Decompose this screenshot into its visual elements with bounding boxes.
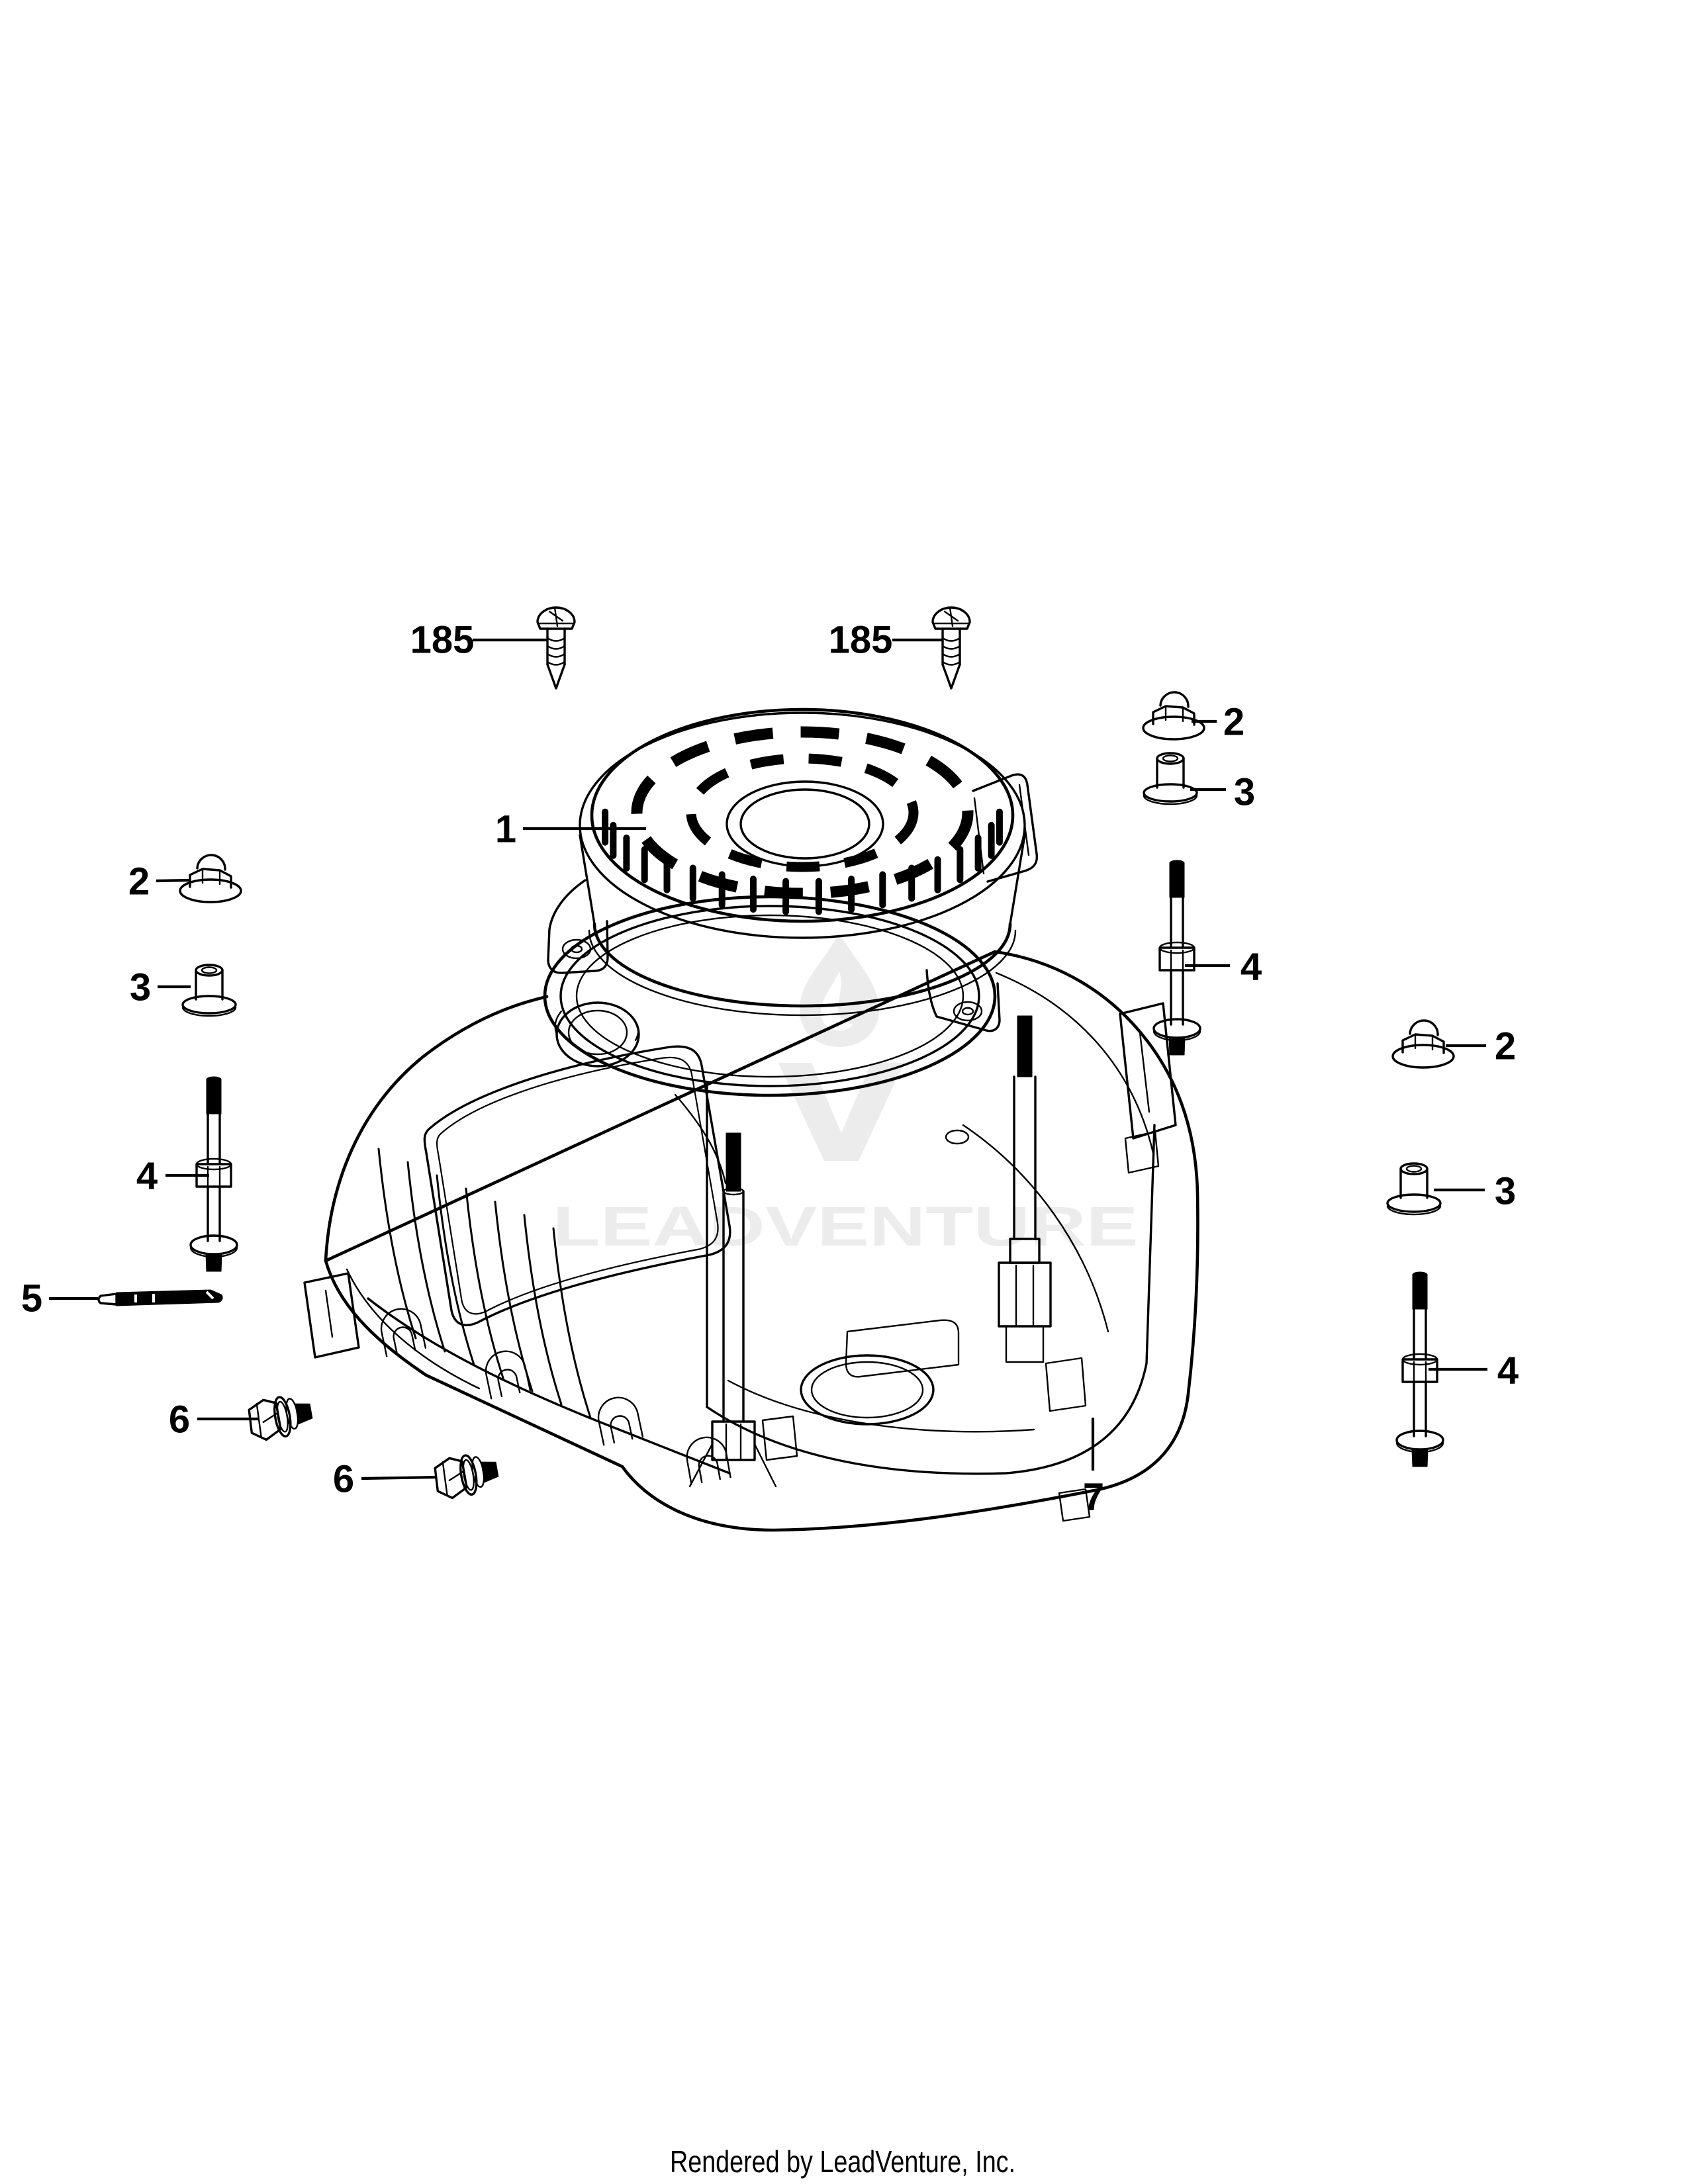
flange-nut-2-upper-right [1142, 691, 1205, 741]
spacer-3-left [181, 964, 237, 1017]
callout-7: 7 [1083, 1476, 1104, 1519]
bolt-6-lower [431, 1449, 502, 1502]
leadventure-watermark: LEADVENTURE [553, 933, 1139, 1257]
housing-interior-cavity [688, 1015, 1156, 1488]
fan-cover-lower-tab [925, 969, 1001, 1032]
callout-5: 5 [21, 1277, 42, 1320]
screw-185-left [536, 606, 576, 690]
leadventure-flame-v-logo-icon [778, 933, 904, 1161]
footer-credit: Rendered by LeadVenture, Inc. [670, 2144, 1015, 2179]
flange-nut-2-far-right [1391, 1019, 1455, 1069]
callout-4-far-right: 4 [1497, 1349, 1519, 1392]
pin-5 [97, 1289, 223, 1306]
spacer-3-far-right [1386, 1162, 1442, 1216]
housing-recess-panel [423, 1045, 731, 1326]
housing-right-bracket [1119, 1002, 1177, 1174]
callout-3-far-right: 3 [1495, 1170, 1516, 1213]
bolt-6-upper [245, 1390, 316, 1443]
stud-4-right [1152, 859, 1201, 1056]
watermark-text: LEADVENTURE [553, 1195, 1139, 1257]
housing-bottom-clips [377, 1304, 731, 1485]
spacer-3-upper-right [1143, 752, 1198, 805]
housing-collar-rings [543, 895, 997, 1097]
callout-2-far-right: 2 [1495, 1025, 1516, 1068]
housing-left-bracket [303, 1272, 360, 1359]
blower-housing-drawing [303, 895, 1199, 1532]
leader-2-left [156, 878, 190, 883]
flange-nut-2-left [179, 854, 242, 903]
housing-mounted-stud-left [688, 1132, 777, 1488]
callout-1: 1 [495, 808, 516, 851]
callout-2-upper-right: 2 [1223, 701, 1244, 744]
callout-2-left: 2 [128, 860, 150, 903]
housing-right-foot [1058, 1488, 1091, 1522]
callouts: 185 185 1 2 3 4 5 6 6 7 2 3 4 2 3 4 [21, 619, 1519, 1519]
callout-185-right: 185 [829, 619, 893, 662]
callout-3-upper-right: 3 [1234, 771, 1255, 814]
callout-185-left: 185 [410, 619, 475, 662]
housing-left-boss [554, 1001, 640, 1068]
fan-cover-drawing [547, 707, 1039, 1032]
callout-6-lower: 6 [333, 1458, 354, 1501]
callout-6-upper: 6 [169, 1398, 190, 1441]
housing-mounted-stud-right [998, 1015, 1052, 1363]
fan-cover-right-bracket [972, 773, 1039, 883]
housing-deck-hole [945, 1129, 970, 1145]
callout-4-left: 4 [136, 1155, 158, 1198]
callout-4-right: 4 [1241, 946, 1262, 989]
callout-3-left: 3 [130, 966, 151, 1009]
housing-cooling-ribs [377, 1148, 592, 1419]
leader-6-lower [361, 1475, 438, 1480]
screw-185-right [931, 606, 971, 690]
